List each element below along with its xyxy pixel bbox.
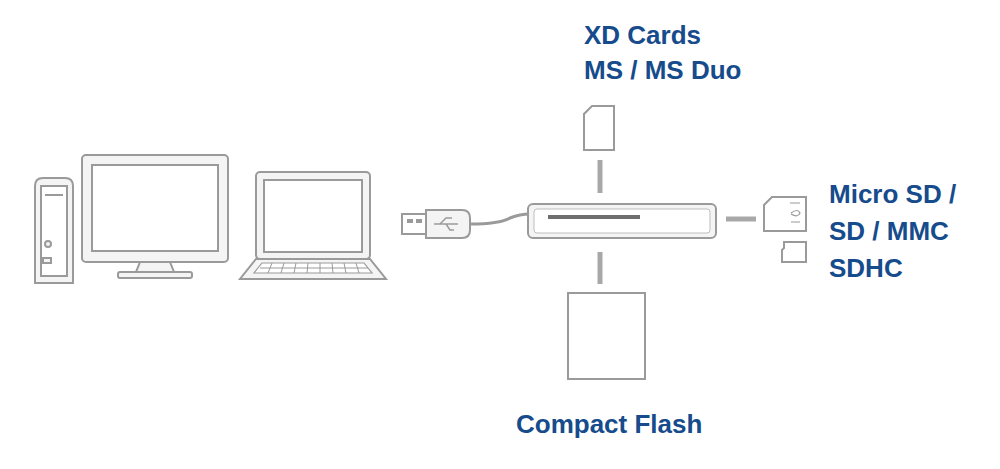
compact-flash-card	[568, 293, 645, 379]
tower-button	[45, 241, 51, 247]
micro-sd-card	[782, 242, 806, 262]
laptop-screen	[264, 180, 362, 252]
card-type-label: MS / MS Duo	[584, 52, 784, 89]
tower-case	[35, 178, 73, 283]
card-reader	[528, 204, 716, 238]
reader-body	[528, 204, 716, 238]
reader-face	[534, 209, 710, 233]
usb-pin	[416, 219, 422, 223]
usb-connector	[402, 214, 426, 234]
monitor-frame	[82, 155, 228, 262]
slot-lines	[600, 160, 756, 284]
slot-line	[726, 217, 756, 222]
slot-line	[598, 252, 603, 284]
xd-card	[584, 106, 614, 150]
tower-port	[43, 258, 51, 263]
laptop-base	[240, 259, 386, 279]
monitor-screen	[92, 165, 218, 251]
usb-symbol	[434, 218, 458, 230]
reader-slot	[548, 215, 640, 219]
slot-line	[598, 160, 603, 193]
card-type-label: Micro SD / SD / MMC SDHC	[829, 176, 969, 287]
card-type-label: Compact Flash	[516, 406, 776, 443]
sd-card	[764, 197, 806, 231]
memory-cards	[568, 106, 806, 379]
laptop-lid	[256, 172, 370, 259]
laptop	[240, 172, 386, 279]
tower-pc	[35, 178, 73, 283]
usb-plug	[402, 210, 530, 238]
usb-pin	[407, 219, 413, 223]
laptop-keyboard	[254, 263, 372, 273]
sd-logo	[790, 203, 800, 222]
monitor	[82, 155, 228, 278]
monitor-base	[118, 272, 192, 278]
tower-drive	[45, 194, 63, 196]
tower-front	[41, 186, 67, 276]
usb-housing	[426, 210, 470, 238]
laptop-keys	[260, 263, 368, 273]
card-type-label: XD Cards	[584, 17, 784, 54]
usb-cable	[470, 214, 530, 224]
monitor-neck	[136, 262, 174, 272]
